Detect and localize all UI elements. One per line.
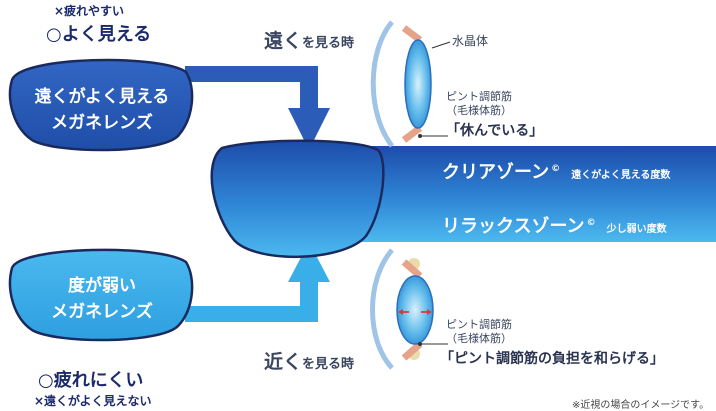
weak-lens-shape [8, 248, 194, 342]
clear-zone-mark: © [551, 164, 561, 174]
near-view-main: 近く [264, 351, 303, 373]
top-pros-note: ○よく見える [46, 24, 152, 45]
arrow-far-lens [185, 66, 330, 150]
weak-lens-line1: 度が弱い [68, 276, 136, 296]
arrow-weak-lens [185, 242, 330, 322]
far-view-main: 遠く [264, 30, 303, 52]
near-muscle-name: ピント調節筋 [446, 318, 512, 331]
near-muscle-label: ピント調節筋 （毛様体筋） [446, 318, 512, 346]
bottom-pros-note: ○疲れにくい [38, 370, 144, 391]
crystalline-lens-label: 水晶体 [452, 34, 489, 48]
relax-zone-name: リラックスゾーン© [442, 216, 596, 237]
weak-lens-line2: メガネレンズ [51, 302, 153, 322]
clear-zone-title: クリアゾーン [442, 162, 550, 183]
clear-zone-desc: 遠くがよく見える度数 [571, 170, 671, 181]
eye-far-illustration [370, 20, 451, 148]
far-lens-line1: 遠くがよく見える [34, 87, 170, 107]
center-lens [210, 139, 385, 259]
relax-zone-desc: 少し弱い度数 [606, 224, 667, 235]
far-muscle-name: ピント調節筋 [446, 90, 512, 103]
weak-lens-label: 度が弱い メガネレンズ [18, 273, 186, 325]
eye-near-illustration [370, 248, 448, 370]
near-muscle-sub: （毛様体筋） [446, 332, 512, 345]
top-cons-note: ×疲れやすい [54, 4, 125, 18]
far-muscle-label: ピント調節筋 （毛様体筋） [446, 90, 512, 118]
far-muscle-sub: （毛様体筋） [446, 104, 512, 117]
far-lens-line2: メガネレンズ [51, 113, 153, 133]
relax-zone-label: リラックスゾーン© 少し弱い度数 [442, 212, 667, 238]
near-view-label: 近くを見る時 [264, 347, 354, 374]
far-lens-label: 遠くがよく見える メガネレンズ [18, 84, 186, 136]
bottom-cons-note: ×遠くがよく見えない [34, 394, 152, 408]
clear-zone-label: クリアゾーン© 遠くがよく見える度数 [442, 158, 670, 184]
footnote: ※近視の場合のイメージです。 [572, 400, 710, 411]
clear-zone-name: クリアゾーン© [442, 162, 560, 183]
near-muscle-state: 「ピント調節筋の負担を和らげる」 [440, 351, 664, 367]
relax-zone-title: リラックスゾーン [442, 216, 585, 237]
far-view-label: 遠くを見る時 [264, 26, 354, 53]
far-view-suffix: を見る時 [302, 36, 355, 51]
near-view-suffix: を見る時 [302, 357, 355, 372]
relax-zone-mark: © [586, 218, 596, 228]
far-muscle-state: 「休んでいる」 [446, 123, 544, 139]
far-lens-shape [8, 58, 194, 152]
